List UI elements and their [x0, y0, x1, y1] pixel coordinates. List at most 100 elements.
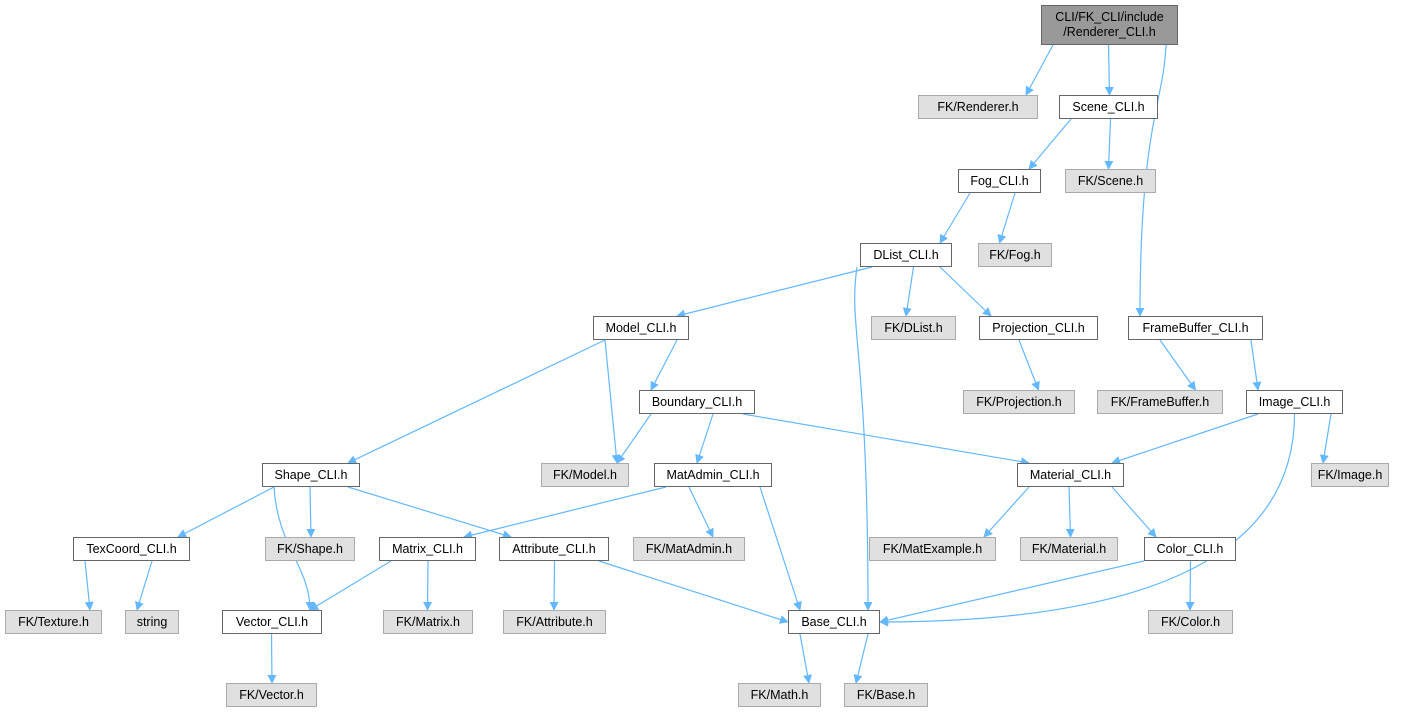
- node-label: Image_CLI.h: [1258, 395, 1331, 409]
- edge-dlist-to-projection: [939, 266, 992, 317]
- edge-material-to-fk_matexample: [983, 486, 1030, 538]
- node-label: FK/Math.h: [750, 688, 809, 702]
- node-attribute[interactable]: Attribute_CLI.h: [499, 537, 609, 561]
- node-fk-image[interactable]: FK/Image.h: [1311, 463, 1389, 487]
- edge-framebuffer-to-image: [1250, 339, 1262, 391]
- node-label: FK/Base.h: [856, 688, 916, 702]
- edge-shape-to-texcoord: [177, 486, 275, 538]
- node-fk-matrix[interactable]: FK/Matrix.h: [383, 610, 473, 634]
- edge-dlist-to-base: [854, 266, 873, 611]
- node-label: Base_CLI.h: [801, 615, 867, 629]
- node-fk-matexample[interactable]: FK/MatExample.h: [869, 537, 996, 561]
- edge-material-to-fk_material: [1065, 486, 1075, 538]
- node-label: string: [136, 615, 168, 629]
- edge-scene-to-fog: [1028, 118, 1072, 170]
- node-label: FK/Model.h: [553, 468, 617, 482]
- node-material[interactable]: Material_CLI.h: [1017, 463, 1124, 487]
- edge-model-to-boundary: [650, 339, 678, 391]
- node-scene[interactable]: Scene_CLI.h: [1059, 95, 1158, 119]
- node-label: Color_CLI.h: [1156, 542, 1224, 556]
- node-label: FK/Matrix.h: [396, 615, 460, 629]
- edge-root-to-framebuffer: [1135, 44, 1167, 317]
- node-label: FK/Projection.h: [976, 395, 1062, 409]
- node-fk-fog[interactable]: FK/Fog.h: [978, 243, 1052, 267]
- node-vector[interactable]: Vector_CLI.h: [222, 610, 322, 634]
- node-fk-base[interactable]: FK/Base.h: [844, 683, 928, 707]
- node-color[interactable]: Color_CLI.h: [1144, 537, 1236, 561]
- node-matadmin[interactable]: MatAdmin_CLI.h: [654, 463, 772, 487]
- node-label: Scene_CLI.h: [1072, 100, 1145, 114]
- edge-attribute-to-base: [598, 560, 789, 624]
- node-boundary[interactable]: Boundary_CLI.h: [639, 390, 755, 414]
- edge-vector-to-fk_vector: [267, 633, 277, 684]
- node-label: FK/Texture.h: [18, 615, 89, 629]
- edge-model-to-fk_model: [604, 339, 621, 464]
- node-image[interactable]: Image_CLI.h: [1246, 390, 1343, 414]
- node-label: Boundary_CLI.h: [651, 395, 743, 409]
- node-fk-projection[interactable]: FK/Projection.h: [963, 390, 1075, 414]
- node-label: FK/DList.h: [884, 321, 943, 335]
- node-label: Model_CLI.h: [605, 321, 677, 335]
- node-label: FK/Scene.h: [1077, 174, 1144, 188]
- node-fk-texture[interactable]: FK/Texture.h: [5, 610, 102, 634]
- node-fk-color[interactable]: FK/Color.h: [1148, 610, 1233, 634]
- node-fk-matadmin[interactable]: FK/MatAdmin.h: [633, 537, 745, 561]
- node-label: Attribute_CLI.h: [512, 542, 596, 556]
- edge-base-to-fk_base: [853, 633, 869, 684]
- node-fog[interactable]: Fog_CLI.h: [958, 169, 1041, 193]
- edge-dlist-to-model: [676, 266, 873, 319]
- node-label: MatAdmin_CLI.h: [666, 468, 760, 482]
- edge-projection-to-fk_projection: [1018, 339, 1040, 391]
- node-label: FK/Image.h: [1317, 468, 1383, 482]
- edge-matrix-to-fk_matrix: [423, 560, 433, 611]
- node-label: Shape_CLI.h: [274, 468, 348, 482]
- node-label: FK/Fog.h: [989, 248, 1041, 262]
- node-fk-renderer[interactable]: FK/Renderer.h: [918, 95, 1038, 119]
- edge-image-to-material: [1111, 413, 1259, 465]
- edge-root-to-fk_renderer: [1025, 44, 1054, 96]
- node-projection[interactable]: Projection_CLI.h: [979, 316, 1098, 340]
- edge-matadmin-to-fk_matadmin: [688, 486, 714, 538]
- edge-image-to-fk_image: [1319, 413, 1332, 464]
- node-label: Fog_CLI.h: [970, 174, 1029, 188]
- node-fk-model[interactable]: FK/Model.h: [541, 463, 629, 487]
- edge-dlist-to-fk_dlist: [902, 266, 915, 317]
- node-label: /Renderer_CLI.h: [1063, 25, 1156, 39]
- node-label: CLI/FK_CLI/include: [1055, 10, 1164, 24]
- node-fk-math[interactable]: FK/Math.h: [738, 683, 821, 707]
- node-label: Projection_CLI.h: [992, 321, 1085, 335]
- node-framebuffer[interactable]: FrameBuffer_CLI.h: [1128, 316, 1263, 340]
- node-fk-dlist[interactable]: FK/DList.h: [871, 316, 956, 340]
- node-fk-shape[interactable]: FK/Shape.h: [265, 537, 355, 561]
- edge-root-to-scene: [1104, 44, 1114, 96]
- node-label: FK/Material.h: [1031, 542, 1107, 556]
- edge-color-to-base: [879, 560, 1145, 625]
- node-fk-framebuffer[interactable]: FK/FrameBuffer.h: [1097, 390, 1223, 414]
- node-label: FK/MatExample.h: [882, 542, 983, 556]
- node-label: FK/Renderer.h: [937, 100, 1019, 114]
- node-fk-vector[interactable]: FK/Vector.h: [226, 683, 317, 707]
- node-root[interactable]: CLI/FK_CLI/include/Renderer_CLI.h: [1041, 5, 1178, 45]
- node-string[interactable]: string: [125, 610, 179, 634]
- node-base[interactable]: Base_CLI.h: [788, 610, 880, 634]
- node-label: FrameBuffer_CLI.h: [1142, 321, 1249, 335]
- node-fk-material[interactable]: FK/Material.h: [1020, 537, 1118, 561]
- node-label: FK/Shape.h: [276, 542, 343, 556]
- node-label: FK/Color.h: [1160, 615, 1221, 629]
- edge-fog-to-dlist: [939, 192, 971, 244]
- edge-matrix-to-vector: [309, 560, 392, 611]
- edge-scene-to-fk_scene: [1104, 118, 1114, 170]
- node-texcoord[interactable]: TexCoord_CLI.h: [73, 537, 190, 561]
- node-dlist[interactable]: DList_CLI.h: [860, 243, 952, 267]
- node-label: TexCoord_CLI.h: [86, 542, 177, 556]
- node-matrix[interactable]: Matrix_CLI.h: [379, 537, 476, 561]
- node-shape[interactable]: Shape_CLI.h: [262, 463, 360, 487]
- edge-texcoord-to-string: [135, 560, 153, 611]
- node-label: FK/Attribute.h: [516, 615, 593, 629]
- node-fk-scene[interactable]: FK/Scene.h: [1065, 169, 1156, 193]
- node-fk-attribute[interactable]: FK/Attribute.h: [503, 610, 606, 634]
- node-model[interactable]: Model_CLI.h: [593, 316, 689, 340]
- edge-texcoord-to-fk_texture: [84, 560, 94, 611]
